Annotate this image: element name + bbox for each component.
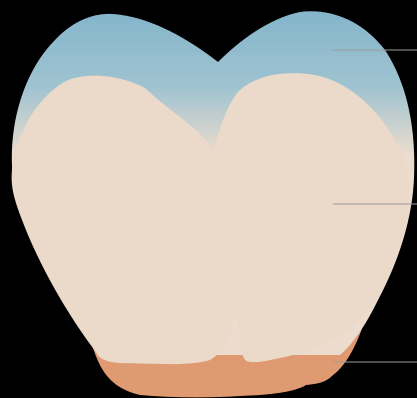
tooth-illustration xyxy=(0,0,417,398)
tooth-diagram xyxy=(0,0,417,398)
